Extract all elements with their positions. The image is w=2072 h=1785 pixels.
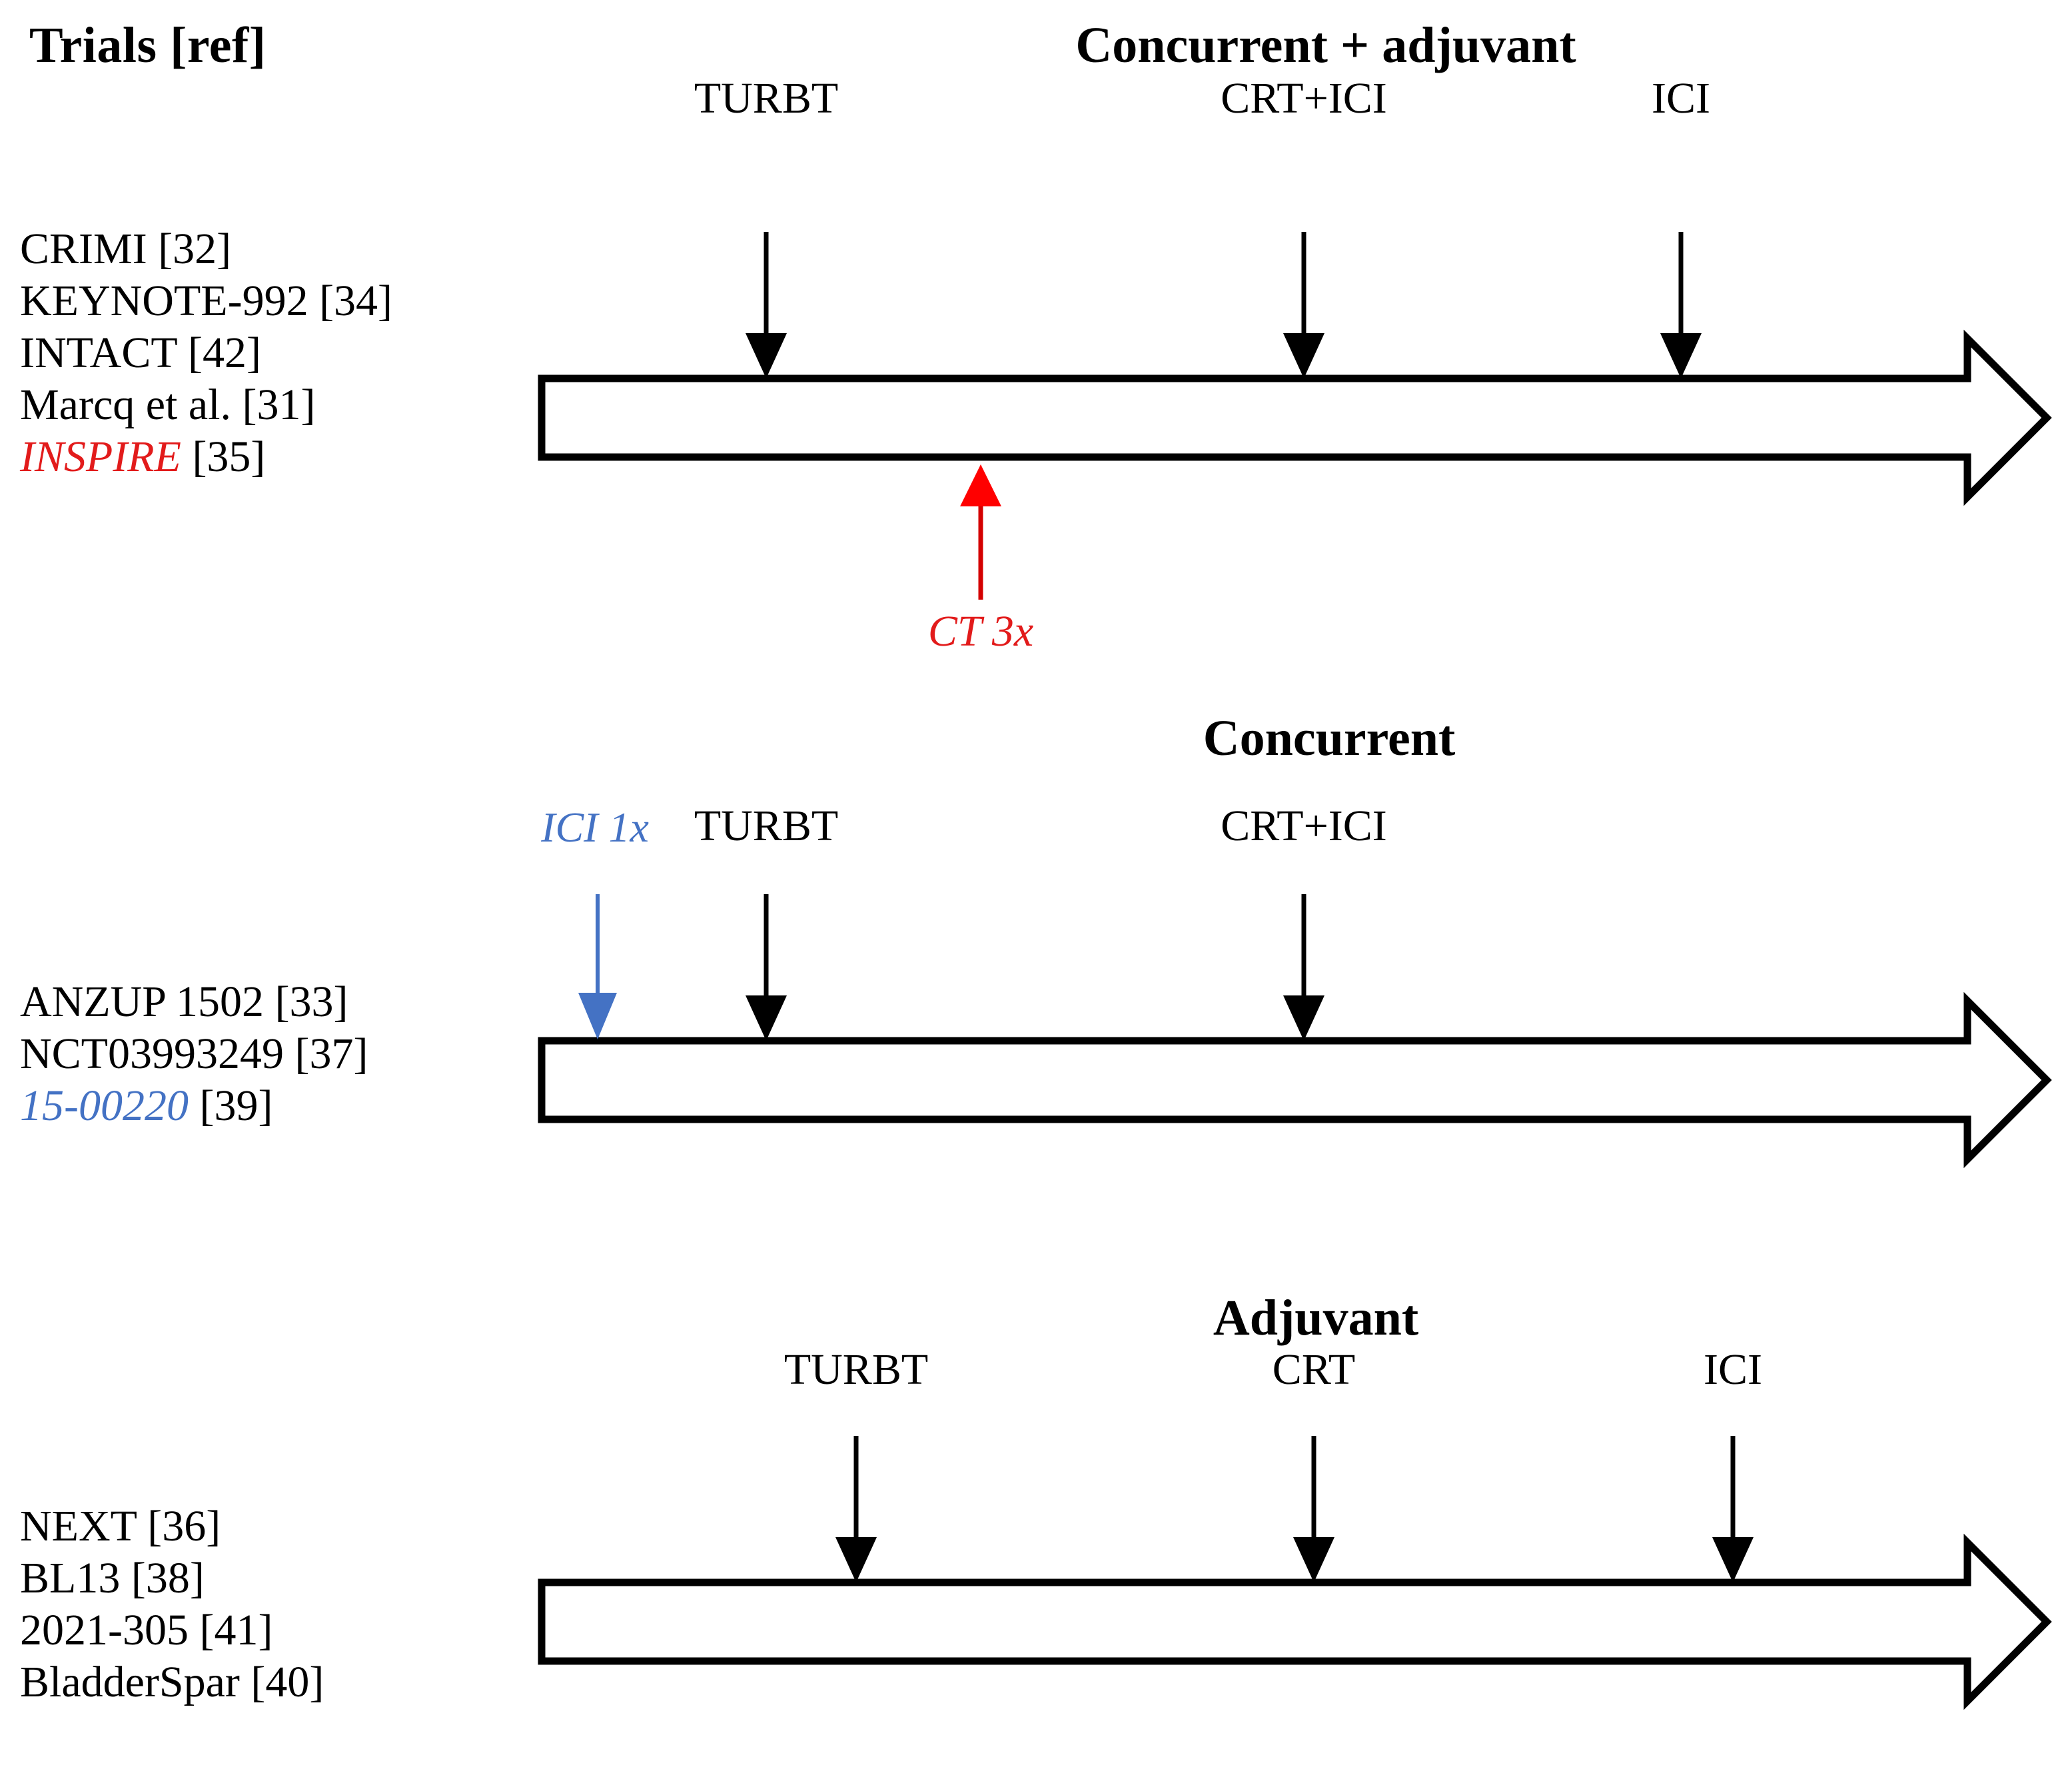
trial-name: NEXT bbox=[20, 1502, 137, 1550]
trial-list-item: BL13 [38] bbox=[20, 1552, 324, 1604]
section-title-adjuvant: Adjuvant bbox=[1213, 1290, 1419, 1346]
trial-ref: [42] bbox=[187, 328, 261, 377]
trial-ref: [31] bbox=[242, 380, 316, 429]
trial-name: NCT03993249 bbox=[20, 1029, 284, 1078]
trial-ref: [35] bbox=[192, 432, 266, 481]
trial-name: CRIMI bbox=[20, 225, 147, 273]
node-label-turbt-s2: TURBT bbox=[694, 802, 839, 850]
annotation-label-ici1x: ICI 1x bbox=[541, 804, 649, 851]
tick-arrow-turbt-s1 bbox=[746, 232, 787, 378]
trial-ref: [41] bbox=[199, 1606, 273, 1654]
trial-list-concurrent-adjuvant: CRIMI [32] KEYNOTE-992 [34] INTACT [42] … bbox=[20, 223, 392, 483]
node-label-crt-s3: CRT bbox=[1272, 1345, 1356, 1394]
trial-list-item: INSPIRE [35] bbox=[20, 431, 392, 483]
node-label-crt-ici-s2: CRT+ICI bbox=[1221, 802, 1387, 850]
trial-name: INTACT bbox=[20, 328, 177, 377]
tick-arrow-ici-s1 bbox=[1660, 232, 1702, 378]
trial-list-item: CRIMI [32] bbox=[20, 223, 392, 275]
trial-name: INSPIRE bbox=[20, 432, 181, 481]
trial-list-item: NCT03993249 [37] bbox=[20, 1028, 368, 1080]
trial-list-item: KEYNOTE-992 [34] bbox=[20, 275, 392, 327]
trial-list-adjuvant: NEXT [36] BL13 [38] 2021-305 [41] Bladde… bbox=[20, 1500, 324, 1708]
tick-arrow-crt-ici-s2 bbox=[1283, 894, 1324, 1041]
node-label-crt-ici-s1: CRT+ICI bbox=[1221, 74, 1387, 123]
annotation-arrow-ici1x bbox=[578, 894, 617, 1039]
trial-name: ANZUP 1502 bbox=[20, 977, 264, 1026]
trial-ref: [37] bbox=[294, 1029, 368, 1078]
annotation-label-ct3x: CT 3x bbox=[927, 607, 1034, 656]
trial-ref: [36] bbox=[147, 1502, 221, 1550]
node-label-ici-s1: ICI bbox=[1652, 74, 1710, 123]
tick-arrow-crt-ici-s1 bbox=[1283, 232, 1324, 378]
trial-list-item: Marcq et al. [31] bbox=[20, 379, 392, 431]
trial-ref: [33] bbox=[274, 977, 348, 1026]
section-title-concurrent-adjuvant: Concurrent + adjuvant bbox=[1075, 17, 1576, 73]
node-label-ici-s3: ICI bbox=[1704, 1345, 1762, 1394]
section-title-concurrent: Concurrent bbox=[1203, 710, 1456, 766]
tick-arrow-turbt-s3 bbox=[835, 1436, 877, 1582]
tick-arrow-turbt-s2 bbox=[746, 894, 787, 1041]
annotation-arrow-ct3x bbox=[960, 464, 1001, 600]
trial-list-item: BladderSpar [40] bbox=[20, 1656, 324, 1708]
trial-list-item: ANZUP 1502 [33] bbox=[20, 976, 368, 1028]
trial-name: BladderSpar bbox=[20, 1658, 240, 1706]
node-label-turbt-s1: TURBT bbox=[694, 74, 839, 123]
trial-list-item: NEXT [36] bbox=[20, 1500, 324, 1552]
column-header-trials: Trials [ref] bbox=[29, 17, 266, 73]
tick-arrow-crt-s3 bbox=[1293, 1436, 1334, 1582]
trial-name: Marcq et al. bbox=[20, 380, 232, 429]
trial-ref: [39] bbox=[199, 1081, 273, 1130]
trial-ref: [40] bbox=[251, 1658, 324, 1706]
node-label-turbt-s3: TURBT bbox=[783, 1345, 929, 1394]
timeline-block-arrow-concurrent bbox=[538, 991, 2052, 1169]
trial-name: 2021-305 bbox=[20, 1606, 189, 1654]
trial-list-item: 2021-305 [41] bbox=[20, 1604, 324, 1656]
trial-list-item: INTACT [42] bbox=[20, 327, 392, 379]
trial-ref: [38] bbox=[131, 1554, 205, 1602]
trial-name: KEYNOTE-992 bbox=[20, 277, 308, 325]
tick-arrow-ici-s3 bbox=[1712, 1436, 1754, 1582]
trial-list-concurrent: ANZUP 1502 [33] NCT03993249 [37] 15-0022… bbox=[20, 976, 368, 1132]
trial-name: 15-00220 bbox=[20, 1081, 189, 1130]
trial-name: BL13 bbox=[20, 1554, 121, 1602]
timeline-block-arrow-adjuvant bbox=[538, 1533, 2052, 1710]
trial-ref: [34] bbox=[319, 277, 393, 325]
trial-list-item: 15-00220 [39] bbox=[20, 1080, 368, 1132]
timeline-block-arrow-concurrent-adjuvant bbox=[538, 329, 2052, 506]
trial-ref: [32] bbox=[158, 225, 232, 273]
